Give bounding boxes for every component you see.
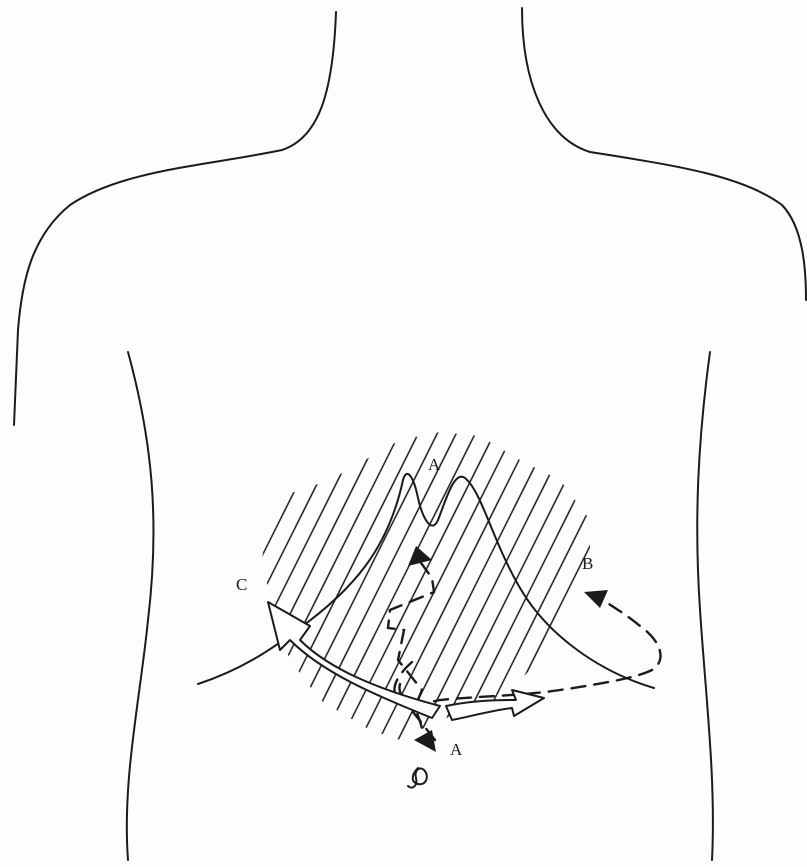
hollow-arrow-c (268, 602, 440, 718)
hatch-line (435, 420, 615, 780)
hatch-line (188, 420, 368, 780)
hatch-line (492, 420, 672, 780)
hatch-line (473, 420, 653, 780)
dashed-path-right-loop (399, 598, 660, 702)
label-c: C (236, 575, 247, 594)
hatch-line (226, 420, 406, 780)
inner-arm-line-left (127, 352, 154, 860)
umbilicus-mark (408, 768, 427, 788)
arrowhead-lower (414, 730, 436, 752)
torso-outline-right (522, 8, 806, 300)
hatch-line (454, 420, 634, 780)
hatch-line (207, 420, 387, 780)
label-b: B (582, 554, 593, 573)
hatch-line (587, 420, 767, 780)
hatch-line (302, 420, 482, 780)
label-a-top: A (428, 455, 441, 474)
inner-arm-line-right (697, 352, 713, 860)
hatch-line (606, 420, 786, 780)
hollow-arrow-right (446, 690, 544, 720)
pain-curve (198, 474, 654, 688)
hatch-line (283, 420, 463, 780)
hatch-line (169, 420, 349, 780)
hatch-line (549, 420, 729, 780)
arrowhead-upper (408, 546, 432, 566)
torso-outline-left (14, 12, 336, 425)
arrowhead-b (584, 590, 608, 608)
label-a-bottom: A (450, 740, 463, 759)
hatch-line (340, 420, 520, 780)
hatch-line (682, 420, 807, 780)
hatch-line (663, 420, 807, 780)
hatch-line (359, 420, 539, 780)
hatch-line (321, 420, 501, 780)
hatch-line (150, 420, 330, 780)
hatch-line (644, 420, 807, 780)
hatch-line (397, 420, 577, 780)
hatch-line (701, 420, 807, 780)
hatch-line (625, 420, 805, 780)
hatch-line (720, 420, 807, 780)
hatch-line (416, 420, 596, 780)
hatch-line (530, 420, 710, 780)
